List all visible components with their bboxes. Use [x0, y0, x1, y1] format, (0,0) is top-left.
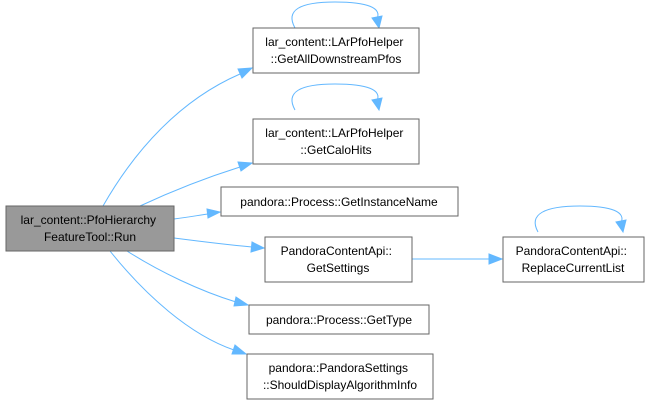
- svg-text:PandoraContentApi:: GetS: PandoraContentApi:: GetSettings: [281, 244, 396, 275]
- node-get-instance-name-label: pandora::Process::GetInstanceName: [240, 195, 438, 209]
- node-get-type-box: [248, 304, 430, 335]
- edge-run-to-get-instance-name: [173, 213, 209, 220]
- node-replace-current-list[interactable]: PandoraContentApi:: ReplaceCurrentList: [502, 236, 645, 283]
- svg-text:lar_content::LArPfoHelper: lar_content::LArPfoHelper ::GetAllDownst…: [265, 35, 406, 66]
- edge-run-to-should-display-algorithm-info: [109, 250, 235, 351]
- node-get-settings-label-line-2: GetSettings: [307, 261, 370, 275]
- edge-self-loop-replace-current-list: [534, 205, 623, 233]
- edge-run-to-get-calo-hits: [139, 166, 241, 207]
- node-get-all-downstream-pfos-label-line-1: lar_content::LArPfoHelper: [265, 35, 403, 49]
- node-run-label-line-1: lar_content::PfoHierarchy: [21, 213, 156, 227]
- node-run-label-line-2: FeatureTool::Run: [44, 230, 136, 244]
- svg-text:pandora::Process::GetInstanceN: pandora::Process::GetInstanceName: [240, 195, 438, 209]
- node-run[interactable]: lar_content::PfoHierarchy FeatureTool::R…: [5, 205, 175, 252]
- node-get-instance-name-box: [220, 186, 459, 217]
- edge-run-to-get-settings: [173, 237, 253, 248]
- node-get-settings-box: [264, 236, 413, 283]
- node-get-type-label: pandora::Process::GetType: [266, 313, 412, 327]
- arrowhead-self-loop-get-calo-hits: [371, 97, 383, 112]
- node-get-settings-label-line-1: PandoraContentApi::: [281, 244, 392, 258]
- node-get-calo-hits-label-line-1: lar_content::LArPfoHelper: [265, 126, 403, 140]
- node-should-display-algorithm-info-box: [246, 353, 434, 400]
- node-get-type[interactable]: pandora::Process::GetType: [248, 304, 430, 335]
- svg-text:PandoraContentApi:: Repl: PandoraContentApi:: ReplaceCurrentList: [516, 244, 631, 275]
- node-run-box: [5, 205, 175, 252]
- node-should-display-algorithm-info-label-line-2: ::ShouldDisplayAlgorithmInfo: [263, 378, 417, 392]
- arrowhead-run-to-get-calo-hits: [237, 161, 254, 172]
- arrowhead-run-to-should-display-algorithm-info: [231, 344, 248, 355]
- arrowhead-self-loop-replace-current-list: [615, 219, 627, 234]
- edge-self-loop-get-calo-hits: [291, 83, 379, 111]
- svg-text:pandora::Process::GetType: pandora::Process::GetType: [266, 313, 412, 327]
- node-replace-current-list-box: [502, 236, 645, 283]
- node-get-instance-name[interactable]: pandora::Process::GetInstanceName: [220, 186, 459, 217]
- arrowhead-run-to-get-type: [233, 296, 250, 307]
- svg-text:lar_content::PfoHierarchy: lar_content::PfoHierarchy FeatureTool::R…: [21, 213, 160, 244]
- node-replace-current-list-label-line-1: PandoraContentApi::: [516, 244, 627, 258]
- arrowhead-self-loop-get-all-downstream-pfos: [371, 15, 383, 30]
- node-replace-current-list-label-line-2: ReplaceCurrentList: [522, 261, 625, 275]
- node-get-all-downstream-pfos-label-line-2: ::GetAllDownstreamPfos: [271, 52, 402, 66]
- node-get-calo-hits-label-line-2: ::GetCaloHits: [300, 143, 371, 157]
- arrowhead-run-to-get-settings: [250, 241, 266, 253]
- node-should-display-algorithm-info-label-line-1: pandora::PandoraSettings: [269, 361, 408, 375]
- edges: [102, 1, 627, 355]
- edge-run-to-get-all-downstream-pfos: [102, 73, 241, 207]
- node-should-display-algorithm-info[interactable]: pandora::PandoraSettings ::ShouldDisplay…: [246, 353, 434, 400]
- node-get-all-downstream-pfos[interactable]: lar_content::LArPfoHelper ::GetAllDownst…: [252, 27, 420, 74]
- node-get-calo-hits-box: [252, 118, 420, 165]
- edge-self-loop-get-all-downstream-pfos: [291, 1, 379, 29]
- svg-text:pandora::PandoraSettings: pandora::PandoraSettings ::ShouldDisplay…: [263, 361, 417, 392]
- edge-run-to-get-type: [126, 250, 237, 303]
- svg-text:lar_content::LArPfoHelper: lar_content::LArPfoHelper ::GetCaloHits: [265, 126, 406, 157]
- arrowhead-run-to-get-instance-name: [206, 208, 222, 219]
- node-get-all-downstream-pfos-box: [252, 27, 420, 74]
- node-get-calo-hits[interactable]: lar_content::LArPfoHelper ::GetCaloHits: [252, 118, 420, 165]
- arrowhead-get-settings-to-replace-current-list: [488, 253, 504, 265]
- arrowhead-run-to-get-all-downstream-pfos: [237, 67, 254, 79]
- node-get-settings[interactable]: PandoraContentApi:: GetSettings: [264, 236, 413, 283]
